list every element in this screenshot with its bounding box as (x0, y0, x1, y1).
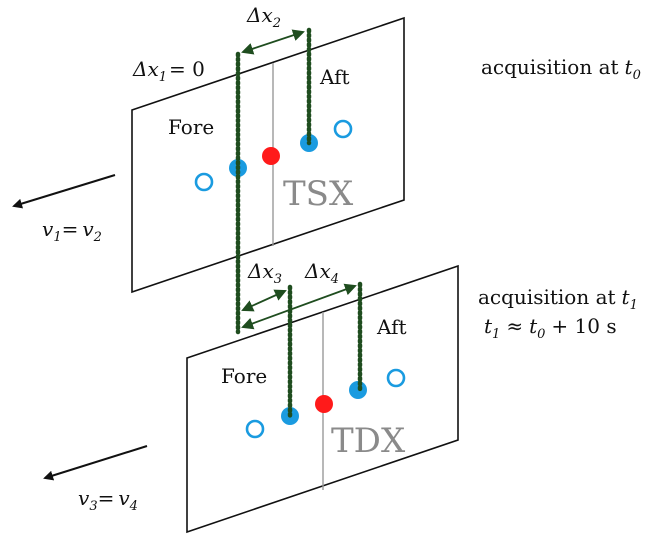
tdx-aft-label: Aft (376, 315, 407, 339)
tdx-velocity-label: v3=v4 (78, 486, 138, 514)
dx2-arrow (241, 29, 305, 55)
tsx-reference-point (262, 147, 280, 165)
tsx-aft-ambiguity-circle (333, 119, 353, 139)
tdx-panel: TDX Fore Aft (186, 264, 459, 534)
tdx-satellite-label: TDX (331, 421, 406, 461)
tdx-fore-label: Fore (221, 364, 267, 388)
dx1-label: Δx1= 0 (132, 57, 205, 85)
tsx-velocity-arrow (12, 174, 116, 209)
tdx-fore-ambiguity-circle (245, 419, 265, 439)
dx4-label: Δx4 (304, 259, 339, 287)
tdx-reference-point (315, 395, 333, 413)
tsx-aft-label: Aft (319, 65, 350, 89)
tsx-fore-ambiguity-circle (194, 172, 214, 192)
tsx-velocity-label: v1=v2 (42, 217, 102, 245)
dx3-label: Δx3 (247, 259, 282, 287)
dx2-label: Δx2 (246, 3, 281, 31)
tsx-panel: TSX Fore Aft (131, 16, 405, 294)
tdx-aft-phase-center (349, 381, 367, 399)
dx3-arrow (241, 289, 287, 312)
tdx-aft-ambiguity-circle (386, 368, 406, 388)
dx4-arrow (241, 283, 357, 330)
baseline-lines (235, 27, 363, 419)
tsx-satellite-label: TSX (283, 174, 354, 214)
tdx-velocity-arrow (43, 445, 148, 481)
tdx-time-relation: t1≈t0+ 10 s (484, 314, 617, 342)
tsx-fore-label: Fore (168, 115, 214, 139)
